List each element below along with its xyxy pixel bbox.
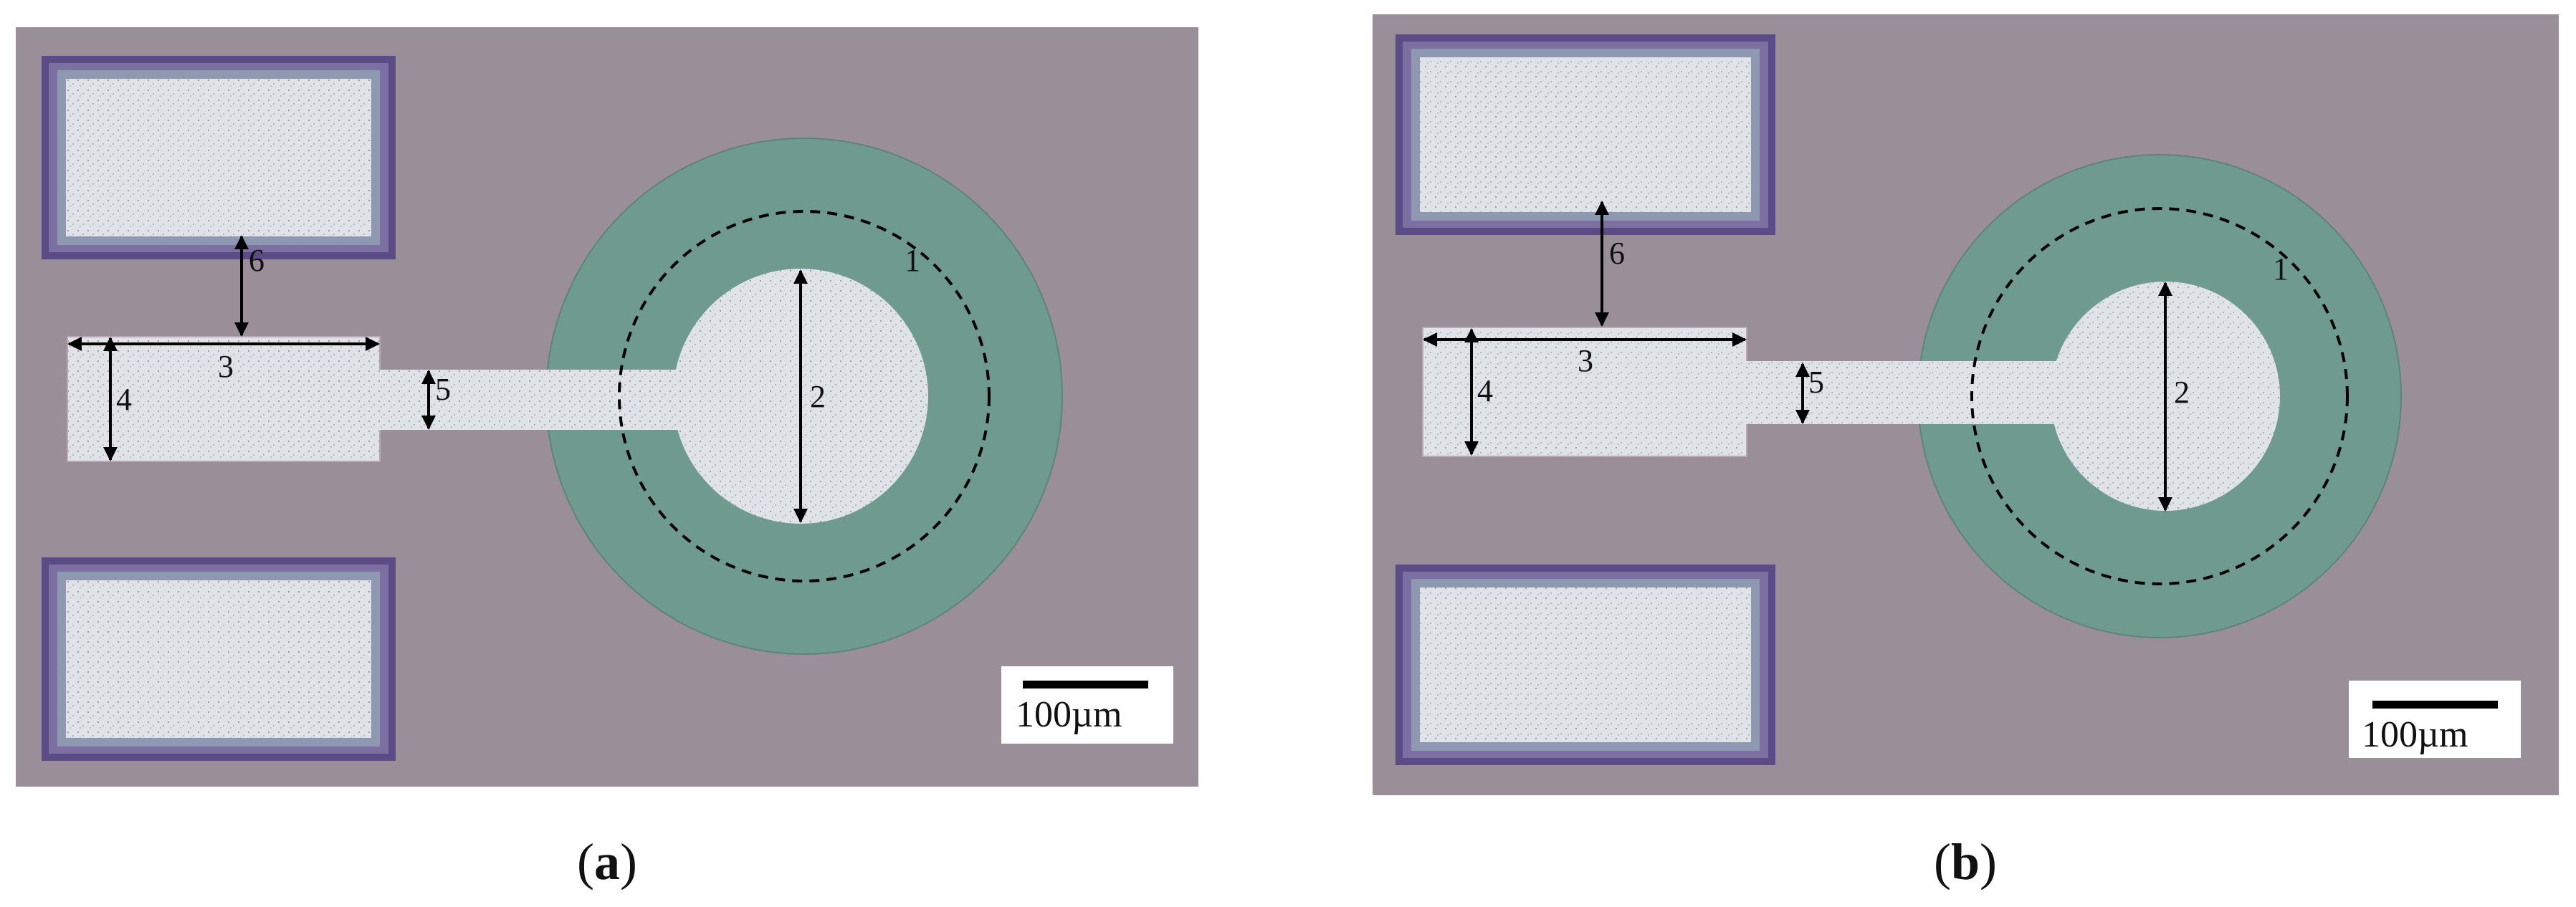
dimension-label-4: 4 (116, 382, 132, 417)
panel-b: 1 2 3 4 5 6 100µm (1373, 14, 2559, 795)
caption-b: (b) (1933, 833, 1997, 891)
bond-pad-top (42, 56, 396, 259)
bond-pad-bottom (1396, 565, 1775, 765)
bond-pad-top (1396, 34, 1775, 235)
scale-bar-a (1001, 666, 1173, 744)
dimension-label-1: 1 (2273, 251, 2289, 287)
dimension-label-5: 5 (1808, 365, 1824, 400)
dimension-label-3: 3 (1578, 343, 1593, 378)
micrograph-a-drawing (42, 56, 1173, 761)
dashed-circle (1970, 207, 2349, 585)
dimension-label-3: 3 (218, 349, 234, 384)
panel-a: 1 2 3 4 5 6 100µm (16, 27, 1198, 787)
dimension-label-4: 4 (1477, 373, 1493, 408)
dimension-label-5: 5 (435, 372, 451, 407)
dashed-circle (618, 210, 991, 582)
scale-bar-b (2349, 681, 2521, 758)
dimension-label-2: 2 (810, 379, 826, 414)
caption-a: (a) (577, 833, 637, 891)
scale-bar-label: 100µm (1016, 694, 1122, 735)
dimension-label-6: 6 (1609, 236, 1625, 271)
micrograph-b: 1 2 3 4 5 6 100µm (1373, 14, 2559, 795)
micrograph-b-drawing (1396, 34, 2521, 765)
dimension-label-1: 1 (905, 243, 920, 278)
dimension-label-6: 6 (249, 243, 264, 278)
micrograph-a: 1 2 3 4 5 6 100µm (16, 27, 1198, 787)
scale-bar-label: 100µm (2362, 714, 2468, 755)
metal-electrode (67, 269, 928, 524)
bond-pad-bottom (42, 557, 396, 761)
metal-electrode (1422, 282, 2280, 511)
dimension-label-2: 2 (2174, 375, 2190, 410)
